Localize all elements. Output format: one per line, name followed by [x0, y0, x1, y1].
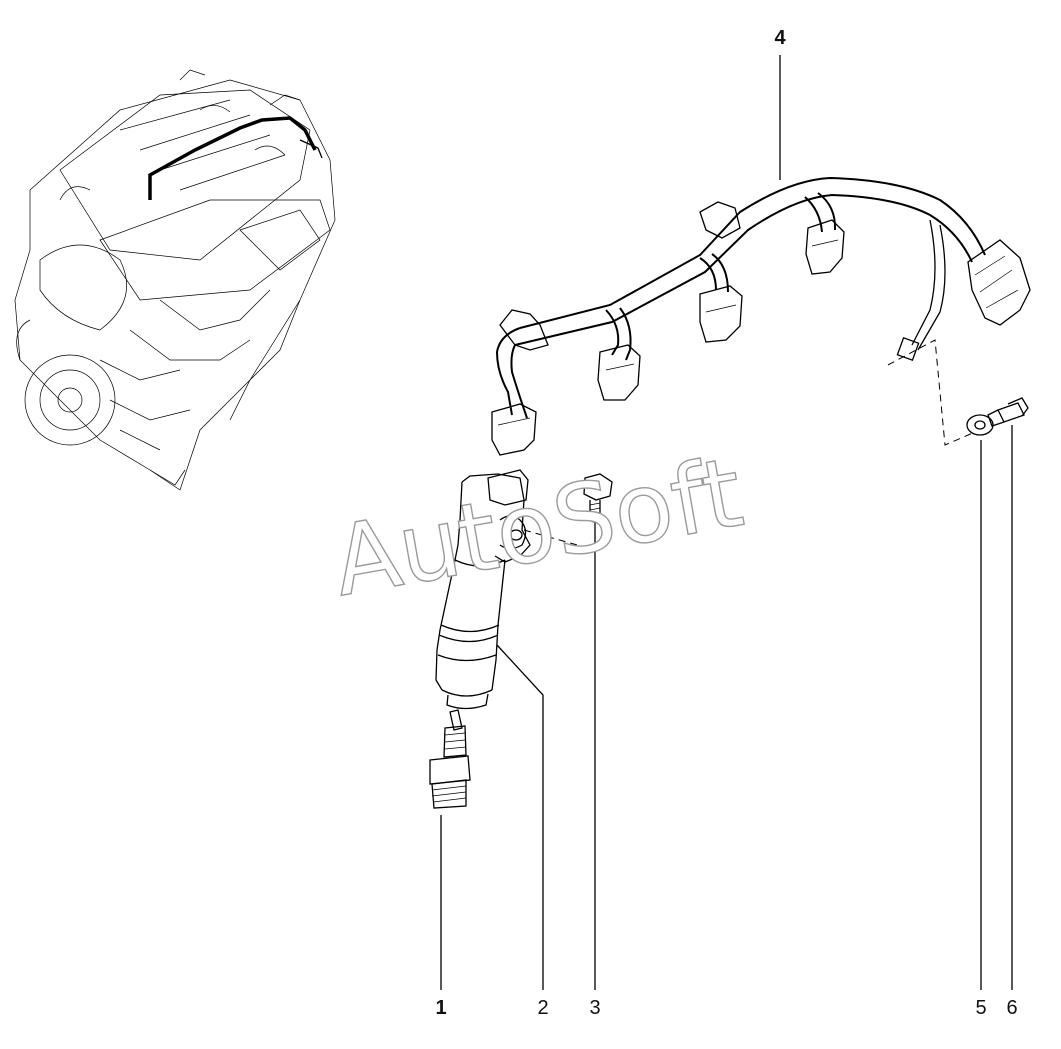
callout-5: 5 — [975, 997, 986, 1019]
ignition-coil-part-2 — [435, 469, 531, 710]
callout-2: 2 — [537, 997, 548, 1019]
assembly-guide-lines — [523, 339, 976, 549]
callout-1: 1 — [435, 997, 446, 1019]
leader-lines — [440, 55, 1013, 990]
callout-6: 6 — [1006, 997, 1017, 1019]
spark-plug-part-1 — [429, 709, 471, 809]
callout-labels: 1 2 3 4 5 6 — [435, 27, 1017, 1019]
watermark-text: AutoSoft — [325, 436, 750, 618]
callout-4: 4 — [774, 27, 786, 49]
wiring-harness-part-4 — [491, 176, 1031, 456]
bolt-part-6 — [987, 397, 1029, 427]
engine-overview-illustration — [14, 69, 336, 491]
callout-3: 3 — [589, 997, 600, 1019]
